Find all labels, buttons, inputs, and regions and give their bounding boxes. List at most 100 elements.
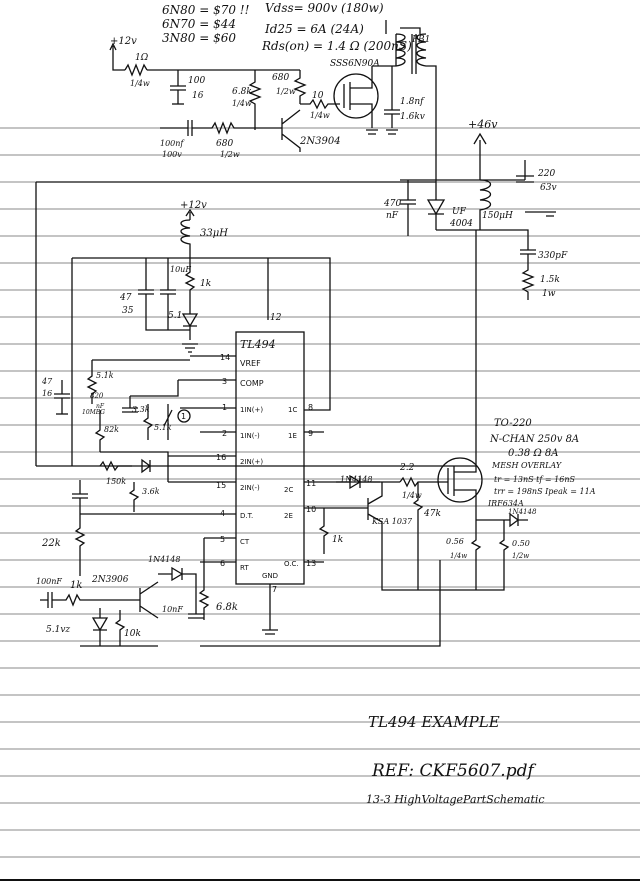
inductor-33u bbox=[180, 219, 191, 258]
left-rails bbox=[35, 181, 476, 467]
svg-text:9: 9 bbox=[308, 429, 313, 438]
svg-text:6.8k: 6.8k bbox=[232, 87, 252, 97]
svg-text:COMP: COMP bbox=[240, 379, 264, 388]
price-6n80: 6N80 = $70 !! bbox=[162, 3, 250, 17]
svg-text:1IN(+): 1IN(+) bbox=[240, 406, 263, 414]
svg-text:8: 8 bbox=[308, 403, 313, 412]
svg-text:100: 100 bbox=[188, 76, 205, 86]
zener-51 bbox=[181, 300, 199, 340]
svg-text:2IN(+): 2IN(+) bbox=[240, 458, 263, 466]
svg-text:1IN(-): 1IN(-) bbox=[240, 432, 260, 440]
ruled-lines bbox=[0, 127, 640, 881]
output-46v-section: +46v 220 63v 470 nF UF 4004 150μH 330pF … bbox=[383, 118, 568, 458]
svg-text:1N4148: 1N4148 bbox=[148, 555, 180, 564]
svg-text:1.5k: 1.5k bbox=[540, 275, 560, 285]
svg-text:GND: GND bbox=[262, 572, 278, 580]
top-drive-section: +12v 1Ω 1/4w 100 16 6.8k 1/4w 680 1/2w 1… bbox=[109, 20, 437, 180]
svg-text:SSS6N90A: SSS6N90A bbox=[330, 59, 380, 69]
svg-text:D.T.: D.T. bbox=[240, 512, 253, 520]
svg-text:TO-220: TO-220 bbox=[494, 418, 532, 429]
svg-text:1k: 1k bbox=[200, 279, 211, 289]
svg-text:7: 7 bbox=[272, 585, 277, 594]
svg-text:0.56: 0.56 bbox=[446, 537, 464, 546]
svg-text:63v: 63v bbox=[540, 183, 557, 193]
svg-text:3.6k: 3.6k bbox=[142, 487, 160, 496]
svg-text:100nf: 100nf bbox=[160, 139, 185, 148]
svg-text:1/4w: 1/4w bbox=[130, 79, 150, 88]
svg-text:330pF: 330pF bbox=[538, 251, 568, 261]
svg-text:2IN(-): 2IN(-) bbox=[240, 484, 260, 492]
svg-text:2N3906: 2N3906 bbox=[91, 575, 129, 585]
svg-text:1C: 1C bbox=[288, 406, 297, 414]
label-46v: +46v bbox=[468, 118, 498, 131]
svg-text:5.1k: 5.1k bbox=[154, 423, 172, 432]
svg-text:2N3904: 2N3904 bbox=[299, 136, 341, 147]
svg-text:10k: 10k bbox=[124, 629, 141, 639]
ic-name: TL494 bbox=[240, 338, 276, 351]
svg-text:trr = 198nS Ipeak = 11A: trr = 198nS Ipeak = 11A bbox=[494, 487, 596, 496]
output-drive-section: 1k 1N4148 2.2 1/4w KSA 1037 47k IRF634A … bbox=[318, 457, 537, 591]
tl494-ic: TL494 14 VREF 3 COMP 1 1IN(+) 2 1IN(-) 1… bbox=[80, 331, 380, 635]
svg-text:16: 16 bbox=[216, 453, 226, 462]
svg-text:2E: 2E bbox=[284, 512, 293, 520]
svg-text:47: 47 bbox=[119, 293, 132, 303]
svg-text:15: 15 bbox=[216, 481, 226, 490]
svg-text:10uF: 10uF bbox=[170, 265, 191, 274]
svg-text:1N4148: 1N4148 bbox=[340, 475, 372, 484]
svg-text:3: 3 bbox=[222, 377, 227, 386]
svg-text:4004: 4004 bbox=[449, 219, 473, 229]
svg-text:220: 220 bbox=[537, 169, 555, 179]
spec-rdson: Rds(on) = 1.4 Ω (200nS) bbox=[261, 39, 412, 53]
svg-text:16: 16 bbox=[192, 91, 204, 101]
svg-text:100nF: 100nF bbox=[36, 577, 62, 586]
svg-text:1/4w: 1/4w bbox=[310, 111, 330, 120]
footer-title: TL494 EXAMPLE bbox=[368, 713, 500, 731]
svg-text:14: 14 bbox=[220, 353, 230, 362]
label-12v-top: +12v bbox=[110, 36, 137, 47]
svg-text:CT: CT bbox=[240, 538, 250, 546]
footer-subtitle: 13-3 HighVoltagePartSchematic bbox=[366, 793, 545, 806]
svg-text:10nF: 10nF bbox=[162, 605, 183, 614]
svg-text:150μH: 150μH bbox=[482, 211, 513, 221]
price-6n70: 6N70 = $44 bbox=[162, 17, 236, 31]
price-3n80: 3N80 = $60 bbox=[162, 31, 236, 45]
svg-text:1: 1 bbox=[181, 412, 186, 421]
svg-text:150k: 150k bbox=[106, 477, 126, 486]
svg-text:680: 680 bbox=[272, 73, 289, 83]
svg-text:0.38 Ω 8A: 0.38 Ω 8A bbox=[508, 448, 559, 459]
svg-text:470: 470 bbox=[383, 199, 401, 209]
svg-text:1.6kv: 1.6kv bbox=[400, 112, 425, 122]
svg-text:1/2w: 1/2w bbox=[220, 150, 240, 159]
svg-text:6.8k: 6.8k bbox=[216, 602, 238, 613]
oscillator-section: 22k 100nF 1k 2N3906 1N4148 5.1vz 10k 10n… bbox=[36, 480, 441, 647]
svg-text:1k: 1k bbox=[70, 580, 82, 591]
svg-text:47: 47 bbox=[41, 377, 53, 386]
svg-text:2: 2 bbox=[222, 429, 227, 438]
svg-text:12: 12 bbox=[270, 313, 282, 323]
diode-uf4004 bbox=[426, 180, 446, 230]
svg-text:IRF634A: IRF634A bbox=[487, 499, 524, 508]
svg-text:10MEG: 10MEG bbox=[82, 409, 105, 416]
footer-notes: TL494 EXAMPLE REF: CKF5607.pdf 13-3 High… bbox=[366, 713, 545, 806]
svg-text:33μH: 33μH bbox=[200, 228, 228, 239]
tl494-supply: +12v 33μH 12 47 35 10uF 1k 5.1 bbox=[72, 200, 331, 411]
mosfet-spec-notes: Vdss= 900v (180w) Id25 = 6A (24A) Rds(on… bbox=[261, 1, 412, 53]
svg-text:10: 10 bbox=[306, 505, 316, 514]
feedback-network: 47 16 5.1k 820 nF 10MEG 82k 3.3k 5.1k 1 … bbox=[41, 359, 191, 512]
transformer-secondary bbox=[416, 33, 437, 180]
svg-text:3.3k: 3.3k bbox=[132, 405, 150, 414]
svg-text:47k: 47k bbox=[423, 509, 441, 519]
svg-text:820: 820 bbox=[90, 392, 104, 400]
svg-text:1w: 1w bbox=[542, 289, 556, 299]
svg-text:KSA 1037: KSA 1037 bbox=[371, 517, 413, 526]
svg-text:VREF: VREF bbox=[240, 359, 261, 368]
mosfet-main bbox=[333, 73, 379, 119]
svg-text:100v: 100v bbox=[162, 150, 182, 159]
svg-text:5.1vz: 5.1vz bbox=[46, 625, 70, 635]
price-notes: 6N80 = $70 !! 6N70 = $44 3N80 = $60 bbox=[162, 3, 250, 45]
svg-text:22k: 22k bbox=[41, 538, 61, 549]
resistor-68k-a bbox=[248, 70, 262, 130]
inductor-150u bbox=[479, 179, 492, 230]
